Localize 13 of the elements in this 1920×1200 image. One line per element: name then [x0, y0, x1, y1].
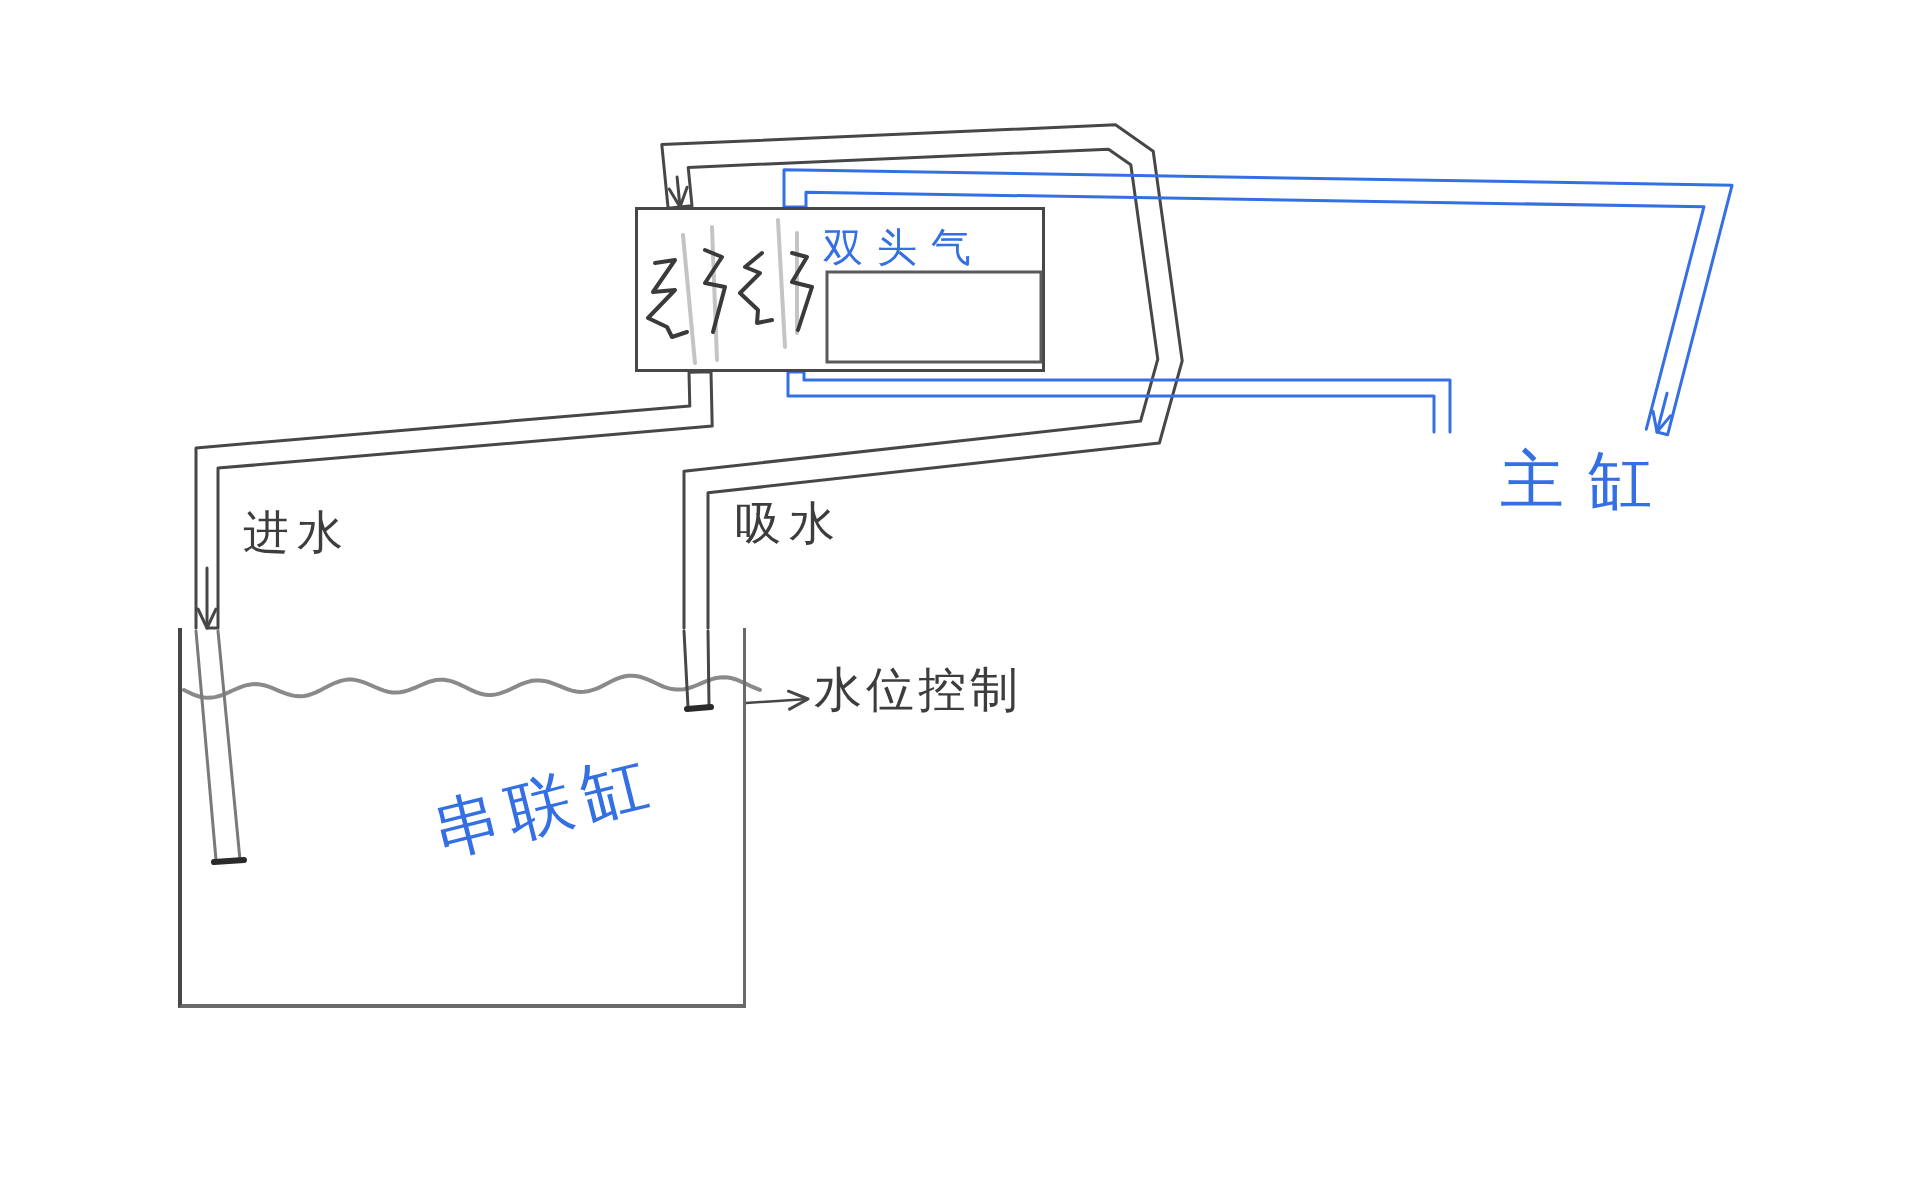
- edge-label: 进水: [243, 506, 351, 559]
- pipe: [194, 370, 714, 630]
- arrow: [744, 689, 810, 711]
- pump-box: [635, 207, 1045, 372]
- pipe: [782, 168, 1734, 437]
- pump-label: 双头气: [823, 224, 985, 270]
- pipe: [786, 370, 1452, 434]
- tank-label: 串联缸: [425, 741, 665, 871]
- tank-label: 主缸: [1500, 444, 1676, 518]
- tank: [178, 628, 746, 1008]
- annotation-text: 水位控制: [814, 662, 1022, 718]
- pipe: [660, 123, 1184, 630]
- edge-label: 吸水: [735, 497, 843, 550]
